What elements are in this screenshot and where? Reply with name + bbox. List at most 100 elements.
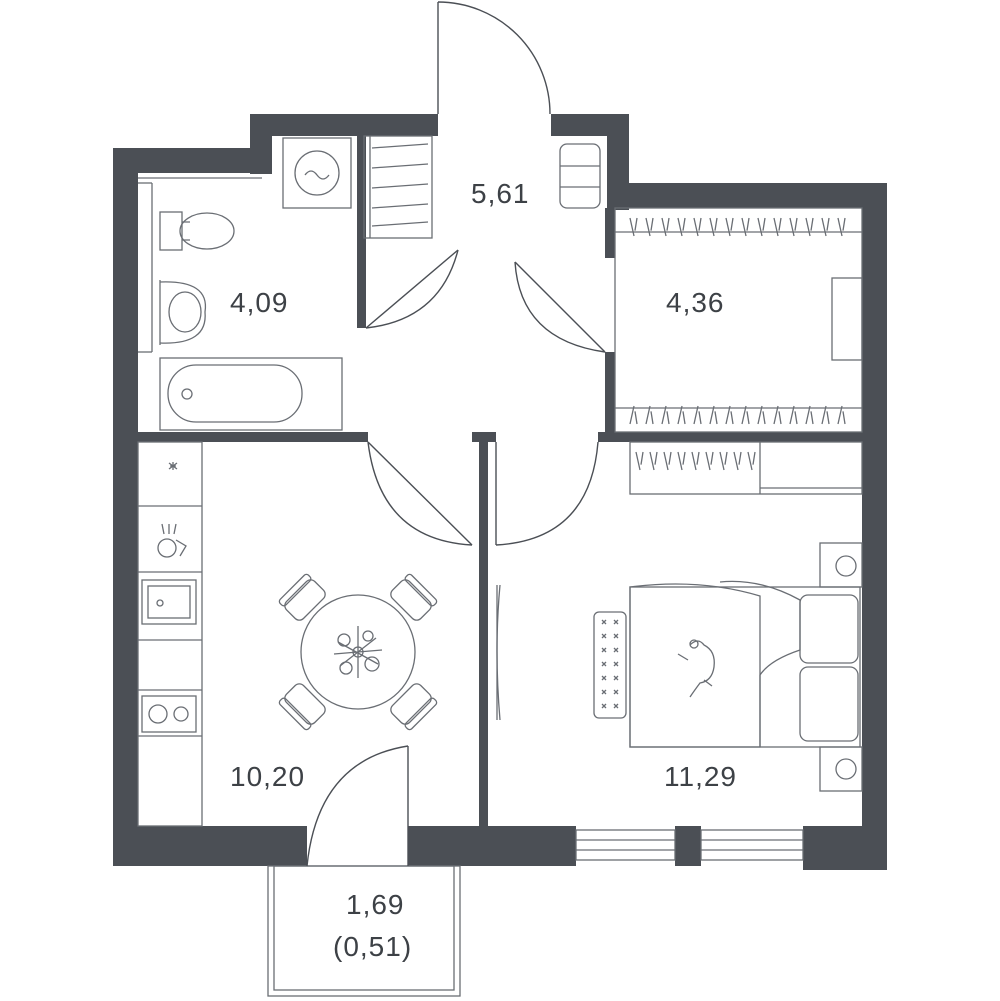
hanger-icon xyxy=(705,451,714,471)
wall-entry-wardrobe xyxy=(605,208,615,258)
room-area-kitchen: 10,20 xyxy=(230,761,306,792)
table-decor xyxy=(333,626,383,678)
wall-top-bathroom xyxy=(113,148,271,173)
hanger-icon xyxy=(661,217,670,237)
door-icon xyxy=(306,1,606,867)
rug-dot xyxy=(601,689,607,695)
wall-window-mullion xyxy=(675,826,701,866)
hanger-icon xyxy=(837,217,846,237)
dining-table-icon xyxy=(300,594,416,710)
balcony xyxy=(267,865,461,997)
rug-dot xyxy=(601,619,607,625)
hanger-icon xyxy=(725,217,734,237)
washing-machine-icon xyxy=(282,137,352,209)
wall-kitchen-bedroom-vertical xyxy=(479,432,488,830)
rug-dot xyxy=(613,689,619,695)
wall-left xyxy=(113,148,138,860)
room-area-bathroom: 4,09 xyxy=(230,287,289,318)
hanger-icon xyxy=(805,405,814,425)
hanger-icon xyxy=(741,217,750,237)
rug-dot xyxy=(613,647,619,653)
nightstand-icon xyxy=(819,542,863,792)
sink-icon xyxy=(159,280,207,345)
hanger-icon xyxy=(649,451,658,471)
hanger-icon xyxy=(821,405,830,425)
hanger-icon xyxy=(661,405,670,425)
hanger-icon xyxy=(757,217,766,237)
kitchen-counter xyxy=(137,441,203,827)
hanger-icon xyxy=(629,217,638,237)
rug-dot xyxy=(613,619,619,625)
stove-icon xyxy=(141,695,197,733)
wall-bottom-middle xyxy=(408,826,576,866)
hanger-icon xyxy=(629,405,638,425)
hanger-icon xyxy=(693,405,702,425)
toilet-icon xyxy=(159,211,235,251)
wall-bath-entry xyxy=(357,136,366,328)
chair-icon xyxy=(278,573,438,731)
rug-dot xyxy=(613,633,619,639)
dishwasher-icon xyxy=(157,523,187,558)
hanger-icon xyxy=(773,217,782,237)
wall-bath-kitchen xyxy=(138,432,368,442)
hanger-icon xyxy=(635,451,644,471)
rug-dot xyxy=(601,661,607,667)
hanging-rail-icon xyxy=(614,207,863,433)
wall-wardrobe-bedroom xyxy=(598,432,862,442)
rug-dot xyxy=(601,703,607,709)
wall-bottom-right xyxy=(803,826,887,870)
rug-dot xyxy=(613,703,619,709)
hanger-icon xyxy=(821,217,830,237)
fridge-icon xyxy=(168,462,178,470)
hanger-icon xyxy=(663,451,672,471)
hanger-icon xyxy=(837,405,846,425)
walls xyxy=(113,114,887,870)
hanger-icon xyxy=(709,405,718,425)
coat-rack-icon xyxy=(363,135,433,239)
hanger-icon xyxy=(725,405,734,425)
hanger-icon xyxy=(741,405,750,425)
hanger-icon xyxy=(645,217,654,237)
hangers-top xyxy=(629,217,846,237)
wall-top-laundry xyxy=(250,114,438,136)
hanger-icon xyxy=(677,451,686,471)
rug-dot xyxy=(601,633,607,639)
hanger-icon xyxy=(677,405,686,425)
hanger-icon xyxy=(677,217,686,237)
rug-pattern xyxy=(601,619,619,709)
bathtub-icon xyxy=(159,357,343,431)
room-area-wardrobe: 4,36 xyxy=(666,287,725,318)
rug-dot xyxy=(601,647,607,653)
hanger-icon xyxy=(773,405,782,425)
hanger-icon xyxy=(719,451,728,471)
hanger-icon xyxy=(789,405,798,425)
hanger-icon xyxy=(789,217,798,237)
wall-notch xyxy=(250,114,272,174)
rug-dot xyxy=(613,675,619,681)
room-area-balcony-reduced: (0,51) xyxy=(333,931,413,962)
hanger-icon xyxy=(805,217,814,237)
hanger-icon xyxy=(757,405,766,425)
wall-right xyxy=(862,183,887,870)
hanger-icon xyxy=(747,451,756,471)
shaft xyxy=(138,177,262,353)
wall-top-wardrobe xyxy=(607,183,887,208)
bed-icon xyxy=(629,580,861,748)
hanger-icon xyxy=(733,451,742,471)
hanger-icon xyxy=(693,217,702,237)
hanger-icon xyxy=(709,217,718,237)
wall-bottom-kitchen xyxy=(113,826,307,866)
room-area-bedroom: 11,29 xyxy=(664,761,737,792)
rug-dot xyxy=(601,675,607,681)
hangers-bedroom xyxy=(635,451,756,471)
kitchen-sink-icon xyxy=(141,579,197,625)
room-area-corridor: 5,61 xyxy=(471,178,530,209)
hanger-icon xyxy=(691,451,700,471)
hanger-icon xyxy=(645,405,654,425)
rug-dot xyxy=(613,661,619,667)
mirror-icon xyxy=(496,584,501,721)
room-area-balcony: 1,69 xyxy=(346,889,405,920)
window-icon xyxy=(575,829,804,861)
bedroom-wardrobe xyxy=(629,441,863,495)
